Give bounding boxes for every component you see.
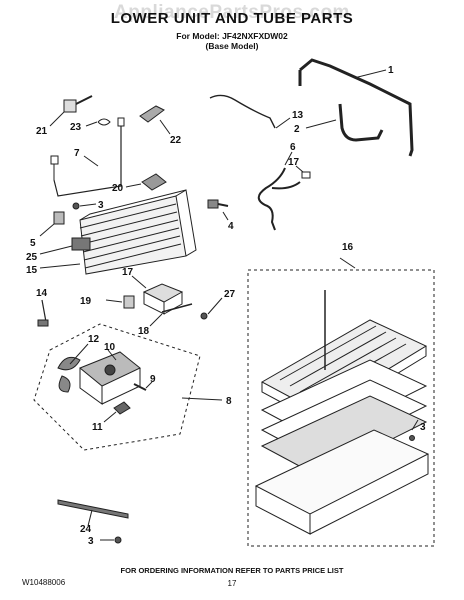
part-25-gasket (39, 237, 91, 255)
callout-22: 22 (170, 135, 182, 146)
callout-17-top: 17 (288, 157, 300, 168)
callout-18: 18 (138, 326, 150, 337)
part-16-group (247, 257, 435, 547)
callout-4: 4 (228, 221, 234, 232)
callout-8: 8 (226, 396, 232, 407)
callout-24: 24 (80, 524, 92, 535)
watermark: AppliancePartsPros.com (114, 2, 350, 23)
part-24-strip (57, 499, 129, 527)
part-6-tube (257, 151, 301, 231)
part-9-screw (133, 381, 153, 391)
callout-10: 10 (104, 342, 116, 353)
part-18-clip (149, 303, 193, 327)
callout-17-bracket: 17 (122, 267, 134, 278)
callout-3-right: 3 (420, 422, 426, 433)
callout-14: 14 (36, 288, 48, 299)
part-15-evaporator-coil (39, 189, 197, 275)
callout-27: 27 (224, 289, 236, 300)
callout-21: 21 (36, 126, 48, 137)
callout-6: 6 (290, 142, 296, 153)
callout-9: 9 (150, 374, 156, 385)
part-3-screw-upper (72, 202, 97, 210)
callout-labels: 1 2 13 6 17 21 23 22 7 20 3 4 5 25 15 16… (26, 65, 426, 547)
part-2-tube (305, 103, 384, 142)
part-23-clip (85, 118, 111, 127)
part-13-wire (209, 94, 291, 129)
callout-3-upper: 3 (98, 200, 104, 211)
ordering-note: FOR ORDERING INFORMATION REFER TO PARTS … (120, 566, 344, 575)
part-3-screw-lower (100, 536, 122, 544)
part-10-fan-motor (79, 349, 141, 405)
part-1-tube (298, 58, 414, 157)
callout-13: 13 (292, 110, 304, 121)
callout-12: 12 (88, 334, 100, 345)
part-12-fan-blade (57, 343, 89, 393)
base-model-label: (Base Model) (205, 41, 259, 51)
callout-20: 20 (112, 183, 124, 194)
part-19-plug (105, 295, 135, 309)
part-5-bracket (39, 211, 65, 237)
callout-2: 2 (294, 124, 300, 135)
part-7-wire-harness (50, 117, 125, 197)
part-22-tube-insulation (139, 105, 171, 135)
callout-5: 5 (30, 238, 36, 249)
callout-23: 23 (70, 122, 82, 133)
callout-11: 11 (92, 422, 103, 433)
model-line: For Model: JF42NXFXDW02 (176, 31, 288, 41)
part-11-bracket (103, 401, 131, 423)
part-17-bracket (131, 275, 184, 315)
part-27-screw (200, 297, 223, 320)
page-title: LOWER UNIT AND TUBE PARTS (110, 10, 354, 27)
callout-7: 7 (74, 148, 80, 159)
part-4-fitting (207, 199, 229, 221)
part-3-screw-right (411, 419, 419, 431)
callout-3-lower: 3 (88, 536, 94, 547)
callout-19: 19 (80, 296, 92, 307)
callout-16: 16 (342, 242, 354, 253)
callout-15: 15 (26, 265, 38, 276)
document-number: W10488006 (22, 578, 66, 587)
callout-1: 1 (388, 65, 394, 76)
part-14-sensor (37, 299, 49, 327)
page-number: 17 (227, 579, 237, 588)
part-21-connector (49, 95, 93, 127)
callout-25: 25 (26, 252, 38, 263)
part-17-clip-top (295, 165, 311, 179)
part-20-bracket (125, 173, 167, 191)
drain-pan-assembly (254, 290, 430, 535)
part-8-fan-assembly-group (33, 323, 223, 451)
